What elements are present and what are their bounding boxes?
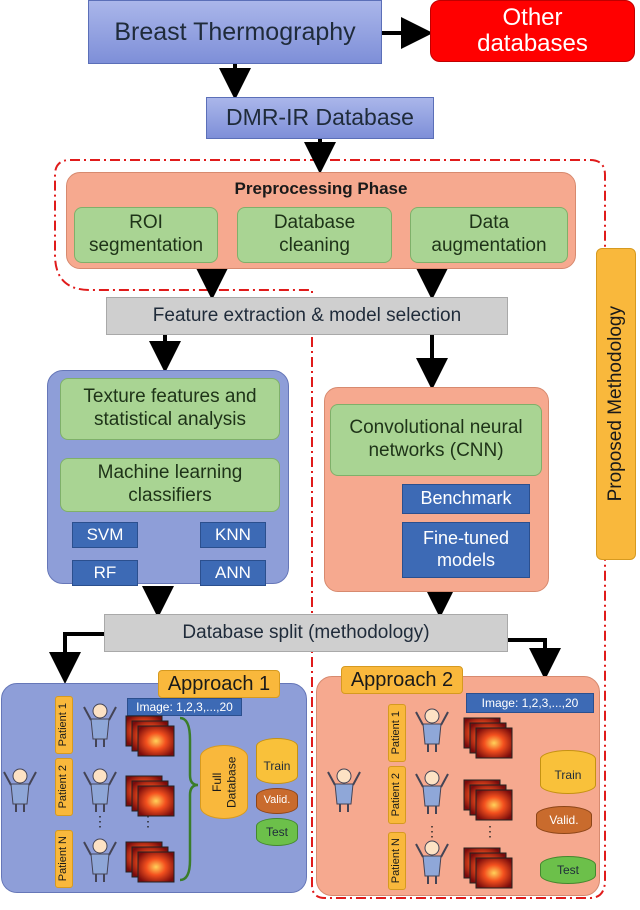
approach1-full-database-label: Full Database — [209, 756, 238, 808]
approach1-train-label: Train — [263, 758, 291, 773]
approach2-image-label: Image: 1,2,3,...,20 — [481, 695, 579, 710]
approach2-valid-label: Valid. — [549, 812, 579, 827]
approach2-patientN-label: Patient N — [390, 838, 403, 884]
ann-box: ANN — [200, 560, 266, 586]
ann-label: ANN — [215, 562, 251, 582]
approach1-patient2-box: Patient 2 — [55, 758, 73, 816]
approach1-test-label: Test — [265, 824, 288, 839]
cnn-box: Convolutional neural networks (CNN) — [330, 404, 542, 476]
knn-box: KNN — [200, 522, 266, 548]
approach1-patient2-label: Patient 2 — [57, 765, 70, 809]
approach2-patientN-box: Patient N — [388, 832, 406, 890]
other-databases-label: Other databases — [477, 3, 588, 57]
database-cleaning-box: Database cleaning — [237, 207, 392, 263]
database-split-label: Database split (methodology) — [182, 621, 430, 643]
approach2-title: Approach 2 — [350, 669, 454, 691]
proposed-methodology-label: Proposed Methodology — [604, 306, 626, 502]
ml-classifiers-label: Machine learning classifiers — [97, 462, 243, 506]
approach1-valid-cylinder: Valid. — [256, 788, 298, 814]
other-databases-box: Other databases — [430, 0, 635, 62]
approach1-patientN-label: Patient N — [57, 836, 70, 882]
rf-label: RF — [93, 562, 117, 582]
approach2-test-cylinder: Test — [540, 856, 596, 884]
approach2-valid-cylinder: Valid. — [536, 806, 592, 834]
approach2-train-cylinder: Train — [540, 750, 596, 794]
approach1-image-label: Image: 1,2,3,...,20 — [136, 699, 233, 714]
feature-extraction-box: Feature extraction & model selection — [106, 297, 508, 335]
approach1-train-cylinder: Train — [256, 738, 298, 784]
breast-thermography-label: Breast Thermography — [114, 18, 356, 46]
benchmark-box: Benchmark — [402, 484, 530, 514]
approach2-test-label: Test — [556, 862, 579, 877]
approach1-test-cylinder: Test — [256, 818, 298, 846]
approach2-patient1-label: Patient 1 — [390, 711, 403, 755]
cnn-label: Convolutional neural networks (CNN) — [349, 417, 523, 461]
dmr-ir-database-box: DMR-IR Database — [206, 97, 434, 139]
finetuned-label: Fine-tuned models — [422, 528, 510, 570]
approach2-image-label-box: Image: 1,2,3,...,20 — [466, 693, 594, 713]
approach2-patient1-box: Patient 1 — [388, 704, 406, 762]
svm-box: SVM — [72, 522, 138, 548]
approach1-patient1-box: Patient 1 — [55, 696, 73, 754]
approach2-patient2-label: Patient 2 — [390, 773, 403, 817]
dmr-ir-database-label: DMR-IR Database — [226, 104, 414, 131]
approach1-patientN-box: Patient N — [55, 830, 73, 888]
feature-extraction-label: Feature extraction & model selection — [152, 304, 462, 326]
approach1-patient1-label: Patient 1 — [57, 703, 70, 747]
data-augmentation-label: Data augmentation — [431, 212, 547, 256]
approach2-title-box: Approach 2 — [341, 666, 463, 694]
approach2-patient2-box: Patient 2 — [388, 766, 406, 824]
approach1-image-label-box: Image: 1,2,3,...,20 — [127, 698, 242, 716]
proposed-methodology-box: Proposed Methodology — [596, 248, 636, 560]
finetuned-box: Fine-tuned models — [402, 522, 530, 578]
texture-features-box: Texture features and statistical analysi… — [60, 378, 280, 440]
texture-features-label: Texture features and statistical analysi… — [83, 386, 257, 430]
roi-segmentation-label: ROI segmentation — [88, 212, 204, 256]
breast-thermography-box: Breast Thermography — [88, 0, 382, 64]
approach2-train-label: Train — [554, 767, 582, 782]
data-augmentation-box: Data augmentation — [410, 207, 568, 263]
approach1-valid-label: Valid. — [263, 794, 291, 807]
approach1-full-database-box: Full Database — [200, 745, 248, 819]
ml-classifiers-box: Machine learning classifiers — [60, 458, 280, 512]
preprocessing-title: Preprocessing Phase — [234, 179, 408, 198]
database-split-box: Database split (methodology) — [104, 614, 508, 652]
knn-label: KNN — [215, 524, 251, 544]
rf-box: RF — [72, 560, 138, 586]
roi-segmentation-box: ROI segmentation — [74, 207, 218, 263]
approach1-title-box: Approach 1 — [158, 670, 280, 698]
benchmark-label: Benchmark — [420, 488, 512, 509]
database-cleaning-label: Database cleaning — [273, 212, 356, 256]
approach1-title: Approach 1 — [167, 673, 271, 695]
svm-label: SVM — [86, 524, 124, 544]
